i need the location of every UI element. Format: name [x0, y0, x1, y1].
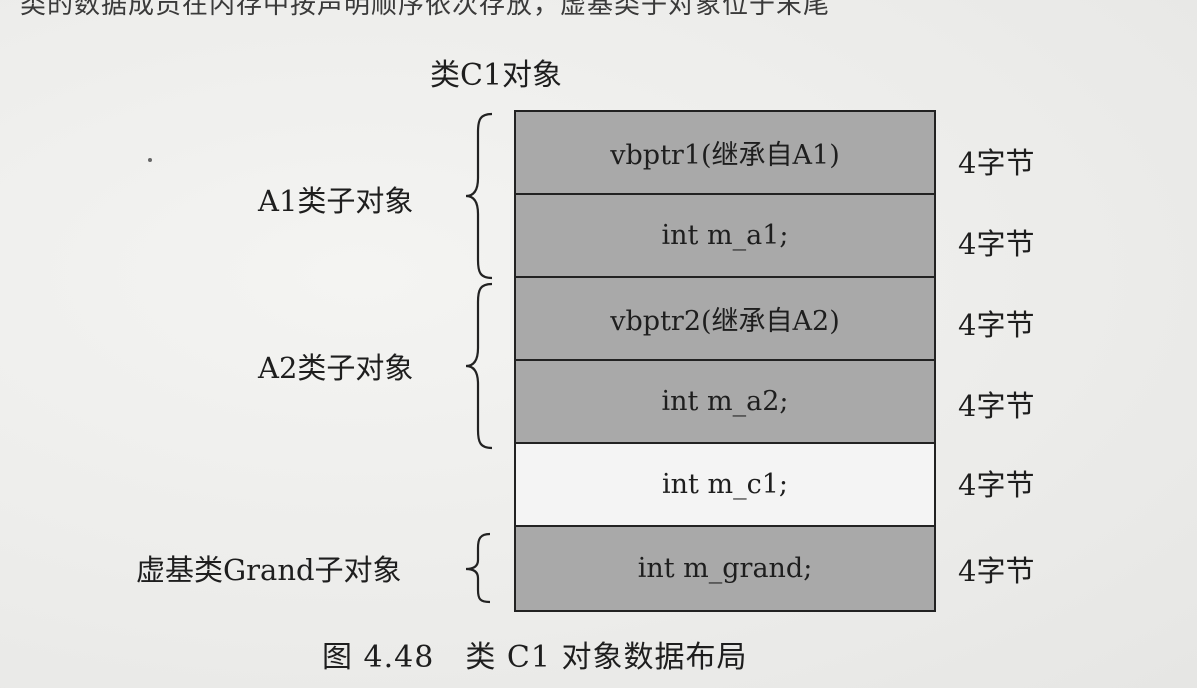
layout-row-m-c1: int m_c1; [516, 444, 934, 527]
brace-a1 [465, 112, 493, 280]
cropped-top-text-content: 类的数据成员在内存中按声明顺序依次存放，虚基类子对象位于末尾 [20, 0, 831, 20]
size-label-m-c1: 4字节 [958, 468, 1035, 502]
layout-row-m-grand: int m_grand; [516, 527, 934, 610]
scan-speck [148, 158, 152, 162]
group-label-a1: A1类子对象 [258, 184, 414, 218]
layout-row-m-a1: int m_a1; [516, 195, 934, 278]
brace-grand [465, 532, 491, 604]
group-label-grand: 虚基类Grand子对象 [136, 553, 402, 587]
size-label-vbptr1: 4字节 [958, 146, 1035, 180]
size-label-m-a2: 4字节 [958, 389, 1035, 423]
memory-layout-stack: vbptr1(继承自A1) int m_a1; vbptr2(继承自A2) in… [514, 110, 936, 612]
layout-row-vbptr1: vbptr1(继承自A1) [516, 112, 934, 195]
layout-row-m-a2: int m_a2; [516, 361, 934, 444]
layout-row-vbptr2: vbptr2(继承自A2) [516, 278, 934, 361]
brace-a2 [465, 282, 493, 450]
cropped-top-text: 类的数据成员在内存中按声明顺序依次存放，虚基类子对象位于末尾 [0, 0, 1197, 22]
diagram-title: 类C1对象 [430, 58, 563, 93]
figure-caption: 图 4.48 类 C1 对象数据布局 [322, 640, 748, 675]
size-label-vbptr2: 4字节 [958, 308, 1035, 342]
group-label-a2: A2类子对象 [258, 351, 414, 385]
size-label-m-a1: 4字节 [958, 227, 1035, 261]
size-label-m-grand: 4字节 [958, 554, 1035, 588]
